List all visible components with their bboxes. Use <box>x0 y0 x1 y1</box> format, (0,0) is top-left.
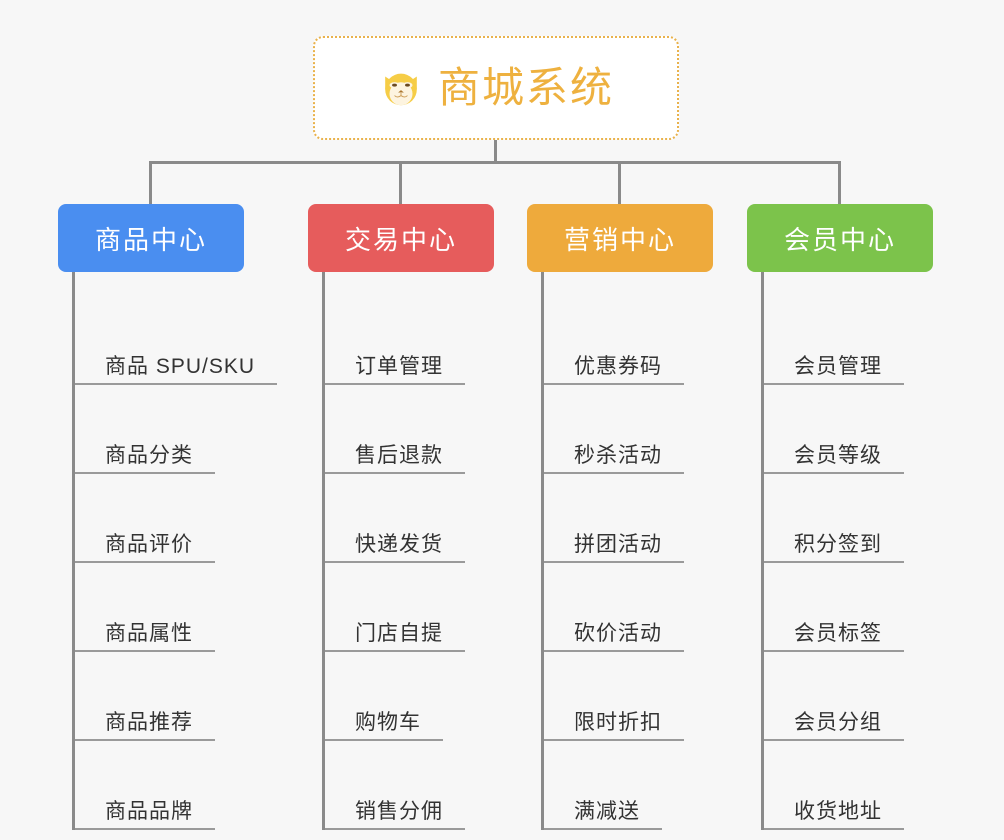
leaf-item-label: 商品评价 <box>105 532 215 563</box>
category-header-4[interactable]: 会员中心 <box>747 204 933 272</box>
leaf-item-label: 会员管理 <box>794 354 904 385</box>
category-header-4-label: 会员中心 <box>783 224 896 255</box>
leaf-item[interactable]: 优惠券码 <box>544 296 713 385</box>
leaf-item-label: 商品推荐 <box>105 710 215 741</box>
leaf-item[interactable]: 会员分组 <box>764 652 933 741</box>
leaf-item-label: 商品品牌 <box>105 799 215 830</box>
category-header-1[interactable]: 商品中心 <box>58 204 244 272</box>
leaf-item[interactable]: 砍价活动 <box>544 563 713 652</box>
leaf-item[interactable]: 门店自提 <box>325 563 494 652</box>
leaf-item-label: 收货地址 <box>794 799 904 830</box>
leaf-item[interactable]: 商品属性 <box>75 563 244 652</box>
leaf-item-label: 购物车 <box>355 710 443 741</box>
leaf-list-3: 优惠券码 秒杀活动 拼团活动 砍价活动 限时折扣 满减送 <box>541 272 713 830</box>
leaf-item[interactable]: 会员等级 <box>764 385 933 474</box>
branch-column-2: 交易中心 订单管理 售后退款 快递发货 门店自提 购物车 销售分佣 <box>308 204 494 830</box>
leaf-item-label: 快递发货 <box>355 532 465 563</box>
leaf-list-1: 商品 SPU/SKU 商品分类 商品评价 商品属性 商品推荐 商品品牌 <box>72 272 278 830</box>
leaf-item-label: 销售分佣 <box>355 799 465 830</box>
leaf-item-label: 商品 SPU/SKU <box>105 354 278 385</box>
leaf-item[interactable]: 商品评价 <box>75 474 244 563</box>
connector-horizontal-bus <box>149 161 841 164</box>
leaf-item-label: 会员标签 <box>794 621 904 652</box>
branch-column-3: 营销中心 优惠券码 秒杀活动 拼团活动 砍价活动 限时折扣 满减送 <box>527 204 713 830</box>
leaf-item[interactable]: 商品推荐 <box>75 652 244 741</box>
connector-root-stem <box>494 140 497 163</box>
branch-column-1: 商品中心 商品 SPU/SKU 商品分类 商品评价 商品属性 商品推荐 商品品牌 <box>58 204 278 830</box>
leaf-item[interactable]: 商品分类 <box>75 385 244 474</box>
leaf-item[interactable]: 限时折扣 <box>544 652 713 741</box>
leaf-item-label: 秒杀活动 <box>574 443 684 474</box>
leaf-item-label: 优惠券码 <box>574 354 684 385</box>
leaf-item[interactable]: 拼团活动 <box>544 474 713 563</box>
connector-drop-4 <box>838 161 841 205</box>
leaf-item[interactable]: 快递发货 <box>325 474 494 563</box>
leaf-item-label: 会员分组 <box>794 710 904 741</box>
category-header-1-label: 商品中心 <box>94 224 207 255</box>
category-header-2[interactable]: 交易中心 <box>308 204 494 272</box>
root-title: 商城系统 <box>437 64 614 111</box>
leaf-item[interactable]: 商品品牌 <box>75 741 244 830</box>
leaf-list-4: 会员管理 会员等级 积分签到 会员标签 会员分组 收货地址 <box>761 272 933 830</box>
leaf-item[interactable]: 售后退款 <box>325 385 494 474</box>
leaf-item-label: 积分签到 <box>794 532 904 563</box>
leaf-item-label: 订单管理 <box>355 354 465 385</box>
leaf-item[interactable]: 收货地址 <box>764 741 933 830</box>
leaf-item-label: 满减送 <box>574 799 662 830</box>
category-header-3-label: 营销中心 <box>563 224 676 255</box>
leaf-item[interactable]: 销售分佣 <box>325 741 494 830</box>
leaf-item-label: 门店自提 <box>355 621 465 652</box>
leaf-item[interactable]: 积分签到 <box>764 474 933 563</box>
category-header-2-label: 交易中心 <box>344 224 457 255</box>
connector-drop-1 <box>149 161 152 205</box>
leaf-item-label: 限时折扣 <box>574 710 684 741</box>
leaf-item-label: 商品分类 <box>105 443 215 474</box>
connector-drop-2 <box>399 161 402 205</box>
leaf-item[interactable]: 购物车 <box>325 652 494 741</box>
leaf-item[interactable]: 秒杀活动 <box>544 385 713 474</box>
leaf-item-label: 售后退款 <box>355 443 465 474</box>
leaf-list-2: 订单管理 售后退款 快递发货 门店自提 购物车 销售分佣 <box>322 272 494 830</box>
leaf-item-label: 砍价活动 <box>574 621 684 652</box>
leaf-item[interactable]: 商品 SPU/SKU <box>75 296 278 385</box>
leaf-item[interactable]: 满减送 <box>544 741 713 830</box>
root-node[interactable]: 商城系统 <box>313 36 679 140</box>
leaf-item[interactable]: 会员管理 <box>764 296 933 385</box>
shiba-dog-face-icon <box>378 65 424 111</box>
branch-column-4: 会员中心 会员管理 会员等级 积分签到 会员标签 会员分组 收货地址 <box>747 204 933 830</box>
leaf-item-label: 会员等级 <box>794 443 904 474</box>
leaf-item[interactable]: 订单管理 <box>325 296 494 385</box>
connector-drop-3 <box>618 161 621 205</box>
leaf-item[interactable]: 会员标签 <box>764 563 933 652</box>
category-header-3[interactable]: 营销中心 <box>527 204 713 272</box>
leaf-item-label: 商品属性 <box>105 621 215 652</box>
leaf-item-label: 拼团活动 <box>574 532 684 563</box>
